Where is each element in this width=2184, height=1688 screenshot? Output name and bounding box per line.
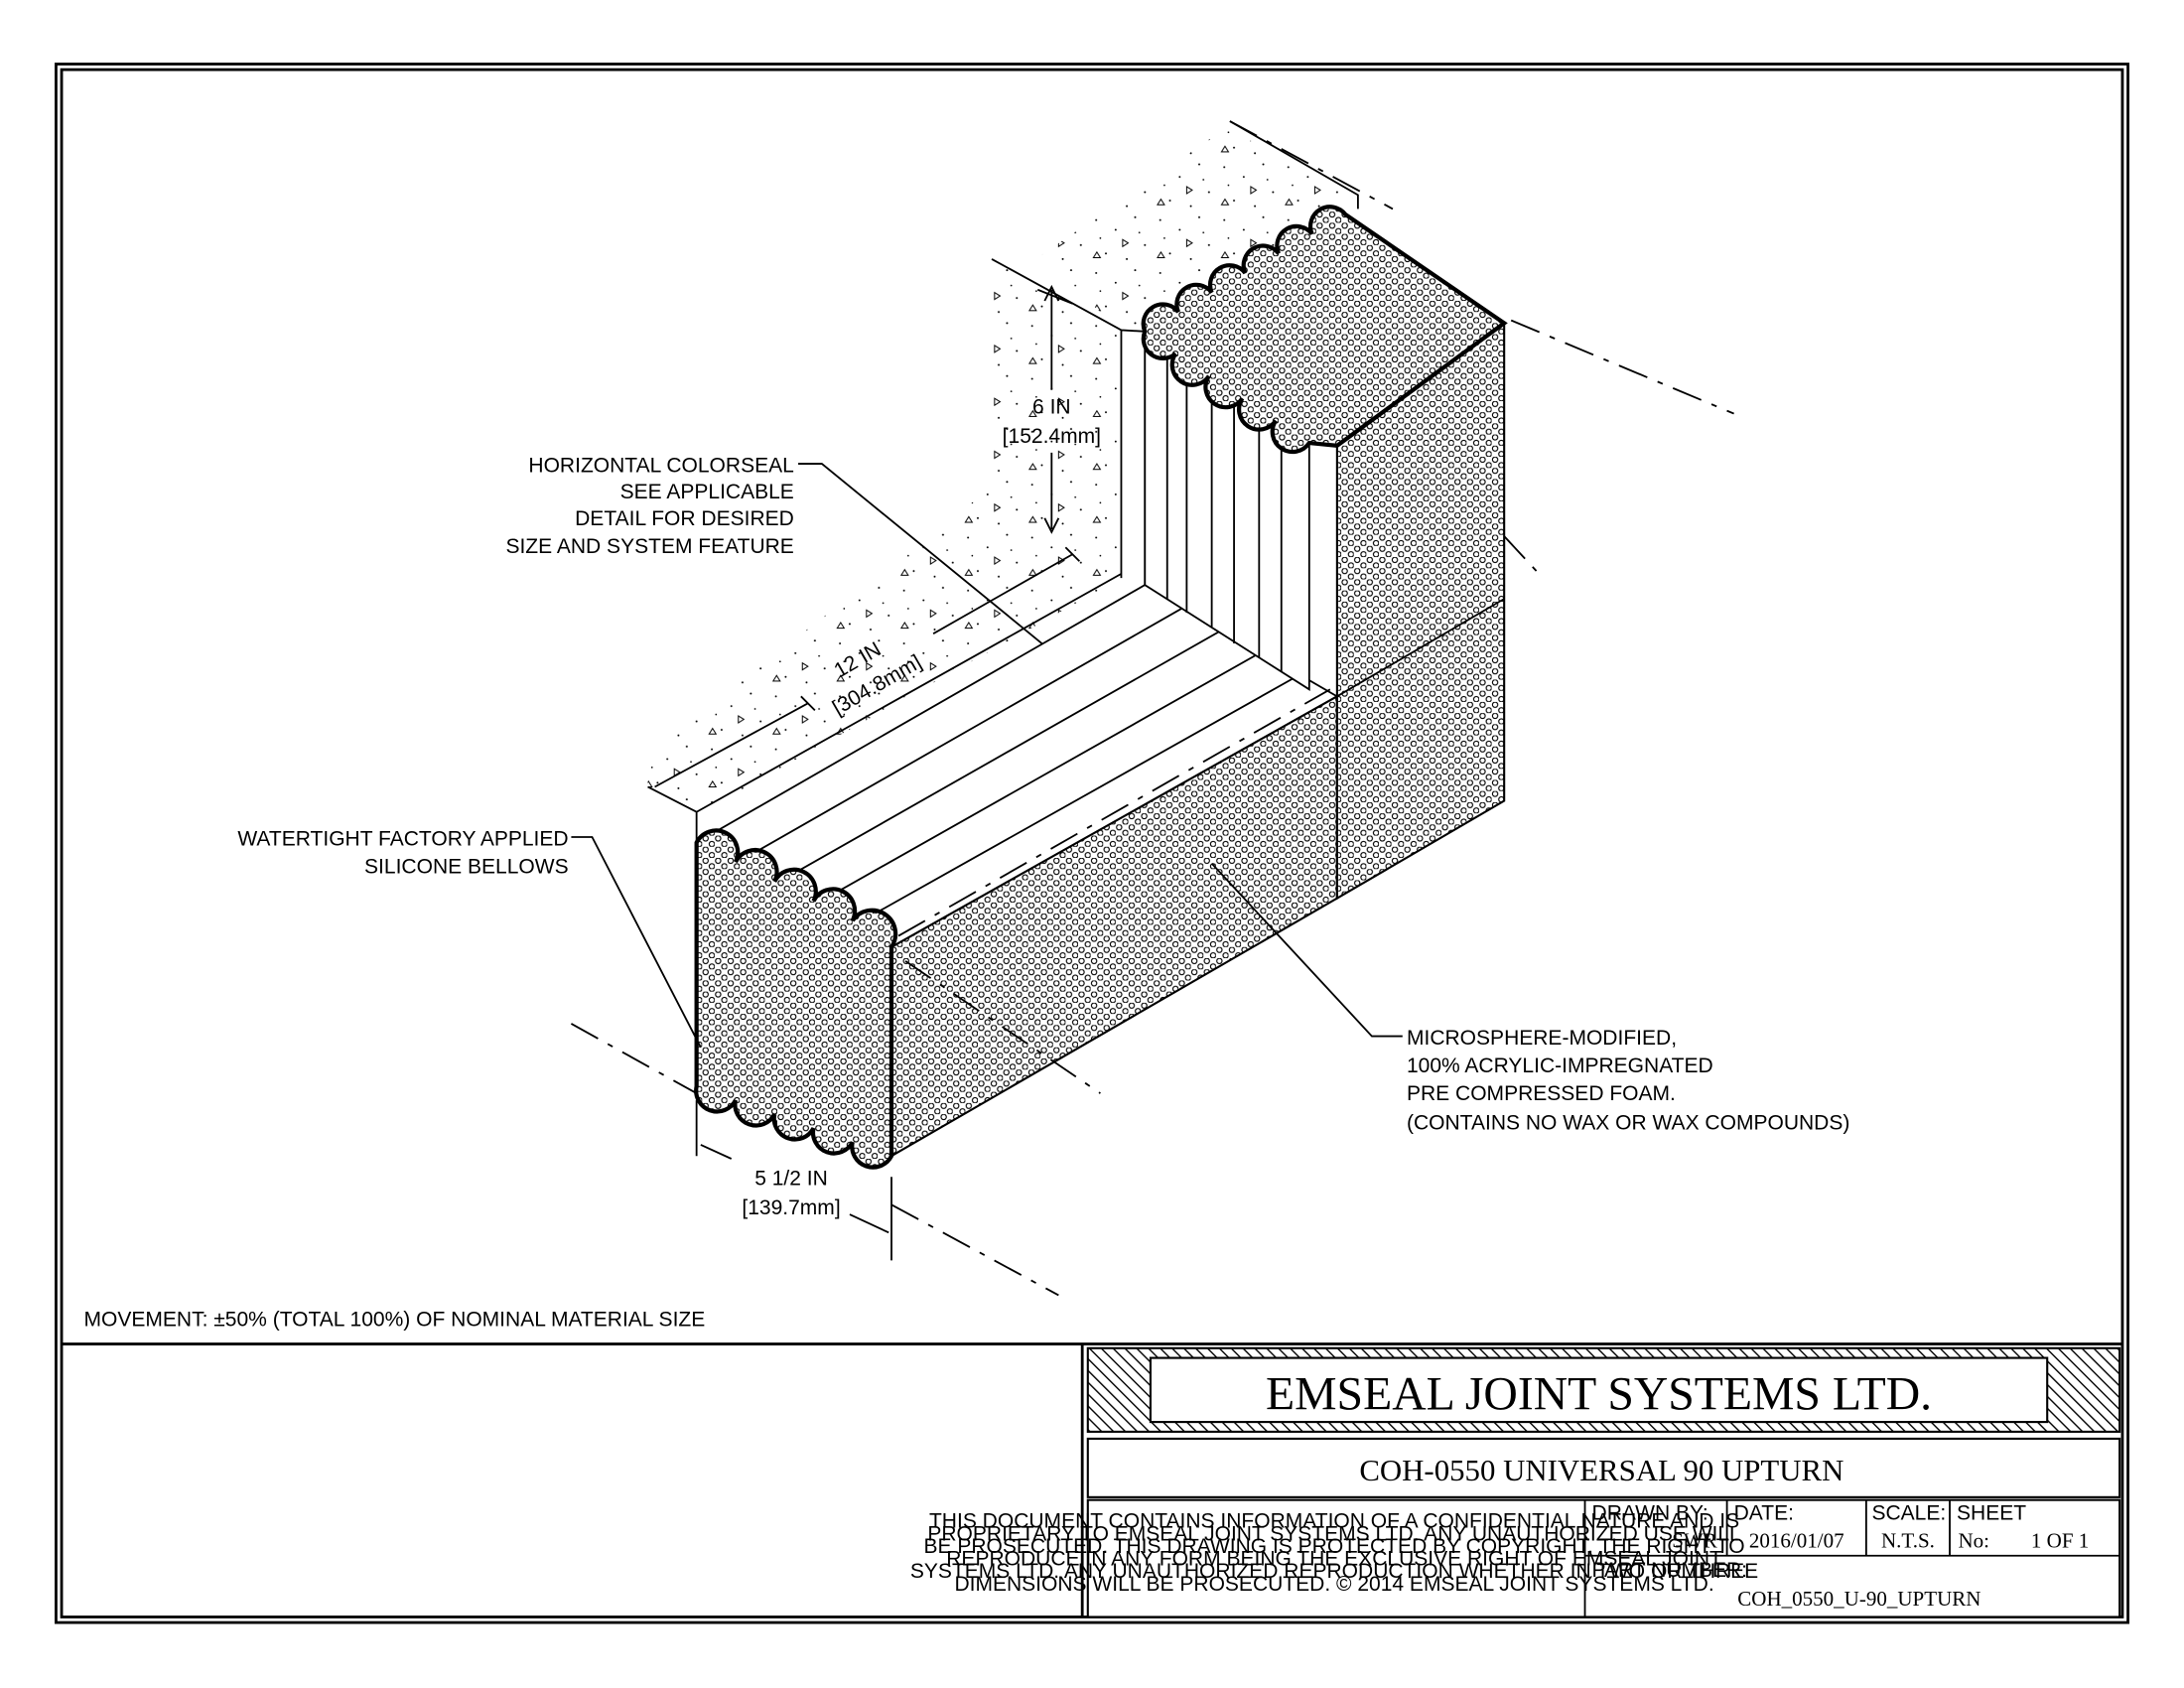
part-number-value: COH_0550_U-90_UPTURN xyxy=(1737,1587,1980,1611)
notice-line: REPRODUCE IN ANY FORM BEING THE EXCLUSIV… xyxy=(946,1548,1722,1571)
width-dim-metric: [139.7mm] xyxy=(742,1196,840,1219)
date-label: DATE: xyxy=(1734,1501,1794,1524)
drawing-title: COH-0550 UNIVERSAL 90 UPTURN xyxy=(1359,1454,1843,1487)
foam-callout: MICROSPHERE-MODIFIED, 100% ACRYLIC-IMPRE… xyxy=(1407,1027,1849,1135)
concrete-edges xyxy=(647,120,1359,843)
callout-line: (CONTAINS NO WAX OR WAX COMPOUNDS) xyxy=(1407,1112,1849,1135)
date-value: 2016/01/07 xyxy=(1749,1528,1844,1552)
callout-line: 100% ACRYLIC-IMPREGNATED xyxy=(1407,1055,1713,1077)
foam-leader xyxy=(1210,863,1403,1038)
height-dim-imperial: 6 IN xyxy=(1032,396,1071,419)
notice-line: SYSTEMS LTD. ANY UNAUTHORIZED REPRODUCTI… xyxy=(910,1560,1758,1583)
drawn-by-label: DRAWN BY: xyxy=(1592,1501,1708,1524)
callout-line: HORIZONTAL COLORSEAL xyxy=(528,454,793,477)
break-lines xyxy=(570,120,1734,1297)
height-dim-metric: [152.4mm] xyxy=(1003,425,1101,448)
callout-line: MICROSPHERE-MODIFIED, xyxy=(1407,1027,1677,1050)
company-name: EMSEAL JOINT SYSTEMS LTD. xyxy=(1266,1368,1932,1420)
foam-top-cap xyxy=(1141,205,1508,455)
concrete-substrate-top xyxy=(1037,128,1358,332)
callout-line: WATERTIGHT FACTORY APPLIED xyxy=(237,827,568,850)
width-dim-imperial: 5 1/2 IN xyxy=(754,1168,828,1191)
movement-note: MOVEMENT: ±50% (TOTAL 100%) OF NOMINAL M… xyxy=(83,1308,705,1331)
colorseal-leader xyxy=(798,463,1043,644)
callout-line: PRE COMPRESSED FOAM. xyxy=(1407,1082,1676,1105)
sheet-no-label: No: xyxy=(1958,1528,1989,1552)
upright-ridges xyxy=(1165,348,1283,672)
notice-line: BE PROSECUTED. THIS DRAWING IS PROTECTED… xyxy=(923,1535,1744,1558)
drawn-by-value: SWR xyxy=(1672,1528,1717,1552)
dimension-12in xyxy=(654,546,1081,788)
notice-line: PROPRIETARY TO EMSEAL JOINT SYSTEMS LTD.… xyxy=(927,1522,1740,1545)
dimension-5-1-2in xyxy=(695,1100,892,1261)
sheet-label: SHEET xyxy=(1957,1501,2026,1524)
center-line xyxy=(897,688,1331,937)
foam-front-face xyxy=(694,828,898,1170)
confidentiality-notice: THIS DOCUMENT CONTAINS INFORMATION OF A … xyxy=(910,1510,1758,1596)
bellows-callout: WATERTIGHT FACTORY APPLIED SILICONE BELL… xyxy=(237,827,568,878)
colorseal-callout: HORIZONTAL COLORSEAL SEE APPLICABLE DETA… xyxy=(505,454,793,557)
callout-line: SIZE AND SYSTEM FEATURE xyxy=(505,535,793,558)
callout-line: SILICONE BELLOWS xyxy=(364,855,569,878)
outer-border xyxy=(55,63,2129,1624)
scale-label: SCALE: xyxy=(1871,1501,1946,1524)
notice-line: THIS DOCUMENT CONTAINS INFORMATION OF A … xyxy=(929,1510,1739,1533)
callout-line: DETAIL FOR DESIRED xyxy=(575,507,794,530)
dimension-6in xyxy=(1036,284,1073,534)
scale-value: N.T.S. xyxy=(1881,1528,1935,1552)
notice-line: DIMENSIONS WILL BE PROSECUTED. © 2014 EM… xyxy=(954,1573,1713,1596)
bellows-leader xyxy=(571,836,702,1049)
sheet-value: 1 OF 1 xyxy=(2031,1528,2089,1552)
part-number-label: PART NUMBER: xyxy=(1592,1559,1747,1582)
callout-line: SEE APPLICABLE xyxy=(620,481,794,503)
bellows-ridges xyxy=(735,331,1301,927)
concrete-substrate-left xyxy=(647,258,1122,815)
